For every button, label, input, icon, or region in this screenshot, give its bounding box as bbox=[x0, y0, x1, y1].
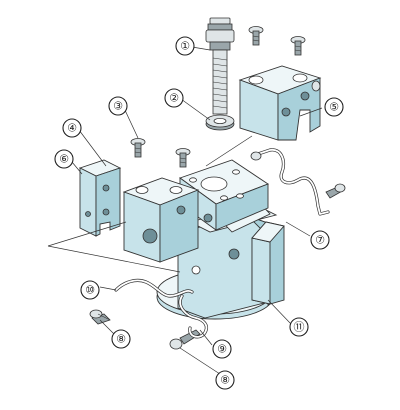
callout-8a-label: ⑧ bbox=[116, 333, 126, 346]
callout-5: ⑤ bbox=[324, 97, 344, 117]
top-plate-part-5 bbox=[238, 65, 322, 141]
callout-10: ⑩ bbox=[80, 280, 100, 300]
callout-1: ① bbox=[175, 36, 195, 56]
callout-3: ③ bbox=[108, 96, 128, 116]
callout-11: ⑪ bbox=[289, 317, 309, 337]
air-tube-part-10 bbox=[114, 278, 194, 298]
callout-9-label: ⑨ bbox=[217, 343, 227, 356]
air-tube-part-9 bbox=[178, 294, 209, 339]
callout-2: ② bbox=[164, 88, 184, 108]
washer-part-2 bbox=[205, 114, 235, 131]
callout-6: ⑥ bbox=[54, 149, 74, 169]
callout-5-label: ⑤ bbox=[329, 101, 339, 114]
callout-4-label: ④ bbox=[67, 122, 77, 135]
callout-6-label: ⑥ bbox=[59, 153, 69, 166]
adjust-screw-part-1 bbox=[205, 17, 235, 115]
callout-3-label: ③ bbox=[113, 100, 123, 113]
screw-part-3-right bbox=[175, 148, 191, 168]
bolt-right bbox=[325, 183, 346, 199]
callout-10-label: ⑩ bbox=[85, 284, 95, 297]
callout-11-label: ⑪ bbox=[294, 321, 305, 334]
assembly-guide-lines bbox=[47, 135, 253, 273]
air-tube-part-7 bbox=[250, 148, 330, 216]
callout-7-label: ⑦ bbox=[315, 234, 325, 247]
callout-9: ⑨ bbox=[212, 339, 232, 359]
callout-8b: ⑧ bbox=[215, 370, 235, 390]
callout-2-label: ② bbox=[169, 92, 179, 105]
callout-7: ⑦ bbox=[310, 230, 330, 250]
callout-4: ④ bbox=[62, 118, 82, 138]
stop-block-part-6 bbox=[78, 159, 122, 237]
bolt-part-8-bottom bbox=[169, 329, 201, 350]
screw-top-right bbox=[290, 36, 306, 56]
callout-1-label: ① bbox=[180, 40, 190, 53]
callout-8b-label: ⑧ bbox=[220, 374, 230, 387]
callout-8a: ⑧ bbox=[111, 329, 131, 349]
screw-top-left bbox=[248, 26, 264, 46]
screw-part-3-left bbox=[130, 138, 146, 158]
bolt-part-8-left bbox=[89, 309, 111, 325]
clamp-block-part-4 bbox=[122, 177, 200, 263]
